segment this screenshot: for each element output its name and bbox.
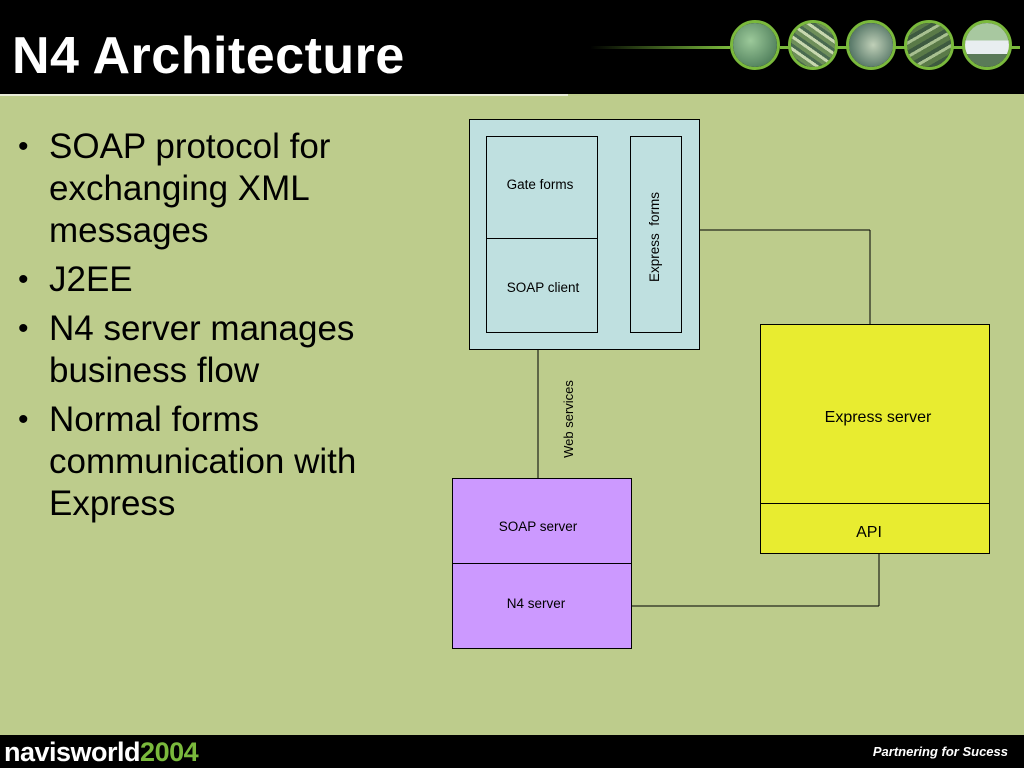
gate-forms-box (486, 136, 598, 239)
navisworld-logo: navisworld2004 (4, 737, 199, 767)
api-label: API (856, 524, 882, 541)
bullet-list: •SOAP protocol for exchanging XML messag… (18, 126, 438, 532)
header-accent-line-2 (780, 46, 1020, 49)
header-divider (0, 94, 568, 96)
express-server-label: Express server (825, 409, 932, 426)
footer-tagline: Partnering for Sucess (872, 744, 1008, 759)
soap-client-box (486, 238, 598, 333)
port-photo-icon-3 (846, 20, 896, 70)
slide-title: N4 Architecture (12, 27, 405, 85)
express-server-box (760, 324, 990, 504)
port-photo-icon-2 (788, 20, 838, 70)
api-box (760, 503, 990, 554)
bullet-text: Normal forms communication with Express (49, 400, 357, 523)
bullet-item: •J2EE (18, 260, 133, 299)
express-forms-label: Express forms (647, 192, 662, 282)
bullet-text: SOAP protocol for exchanging XML message… (49, 127, 331, 250)
port-photo-icon-5 (962, 20, 1012, 70)
gate-forms-label: Gate forms (507, 177, 574, 192)
web-services-label: Web services (561, 380, 576, 458)
bullet-text: J2EE (49, 260, 133, 299)
bullet-item: •N4 server manages business flow (18, 309, 355, 390)
n4-server-box (452, 563, 632, 649)
bullet-item: •SOAP protocol for exchanging XML messag… (18, 127, 331, 250)
soap-server-label: SOAP server (499, 519, 578, 534)
express-forms-box (630, 136, 682, 333)
port-photo-icon-1 (730, 20, 780, 70)
soap-client-label: SOAP client (507, 280, 580, 295)
logo-year: 2004 (140, 737, 199, 767)
n4-server-label: N4 server (507, 596, 566, 611)
logo-brand: navisworld (4, 737, 141, 767)
footer-bar (0, 735, 1024, 768)
port-photo-icon-4 (904, 20, 954, 70)
header-accent-line (590, 46, 730, 49)
bullet-item: •Normal forms communication with Express (18, 400, 357, 523)
bullet-text: N4 server manages business flow (49, 309, 355, 390)
